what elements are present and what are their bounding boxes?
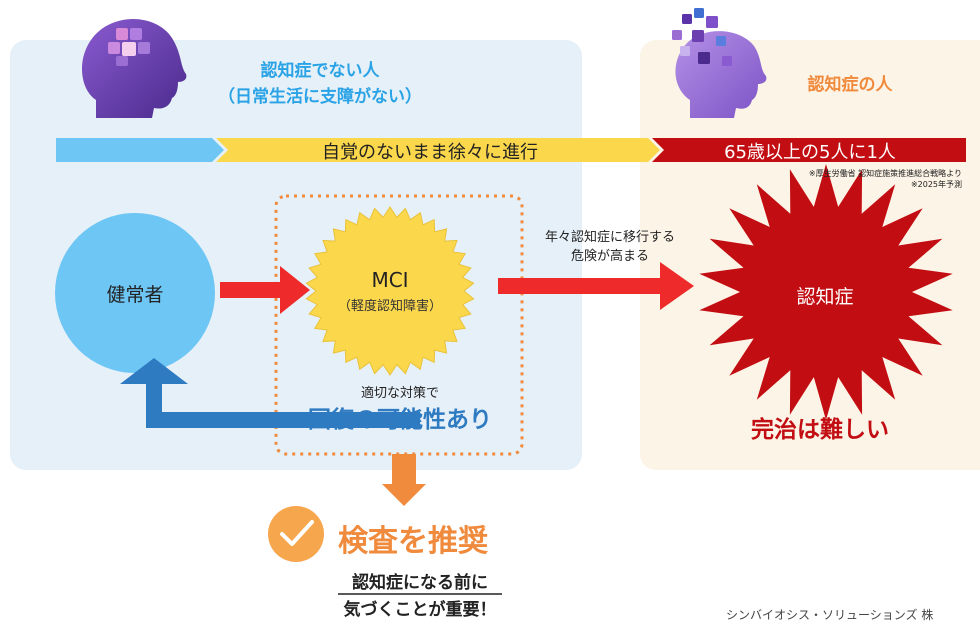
mci-sub-label: （軽度認知障害）: [337, 299, 442, 314]
notice-line1: 認知症になる前に: [352, 573, 488, 593]
source-note-line2: ※2025年予測: [910, 180, 962, 189]
arrow-recovery: [120, 358, 420, 428]
healthy-circle: [55, 213, 215, 373]
healthy-label: 健常者: [106, 284, 164, 306]
dementia-label: 認知症: [796, 286, 854, 308]
banner-dementia-text: 65歳以上の5人に1人: [724, 142, 896, 163]
mci-burst: [305, 206, 475, 376]
head-with-brain-puzzle-icon: [82, 19, 187, 119]
arrow-healthy-to-mci: [220, 266, 310, 314]
checkmark-icon: [268, 506, 324, 562]
banner-progress-text: 自覚のないまま徐々に進行: [322, 142, 538, 163]
mci-label: MCI: [371, 268, 409, 292]
cure-text: 完治は難しい: [751, 417, 889, 443]
exam-recommendation: 検査を推奨: [338, 524, 488, 559]
banner-dementia-segment: [652, 138, 966, 162]
recovery-text: 回復の可能性あり: [308, 407, 492, 433]
source-note: ※厚生労働省 認知症施策推進総合戦略より ※2025年予測: [809, 168, 962, 190]
arrow-mci-to-dementia: [498, 262, 694, 310]
risk-text-line2: 危険が高まる: [570, 249, 649, 264]
normal-person-title-line1: 認知症でない人: [260, 61, 380, 81]
risk-text: 年々認知症に移行する 危険が高まる: [520, 228, 700, 266]
banner-early-segment: [56, 138, 224, 162]
company-name: シンバイオシス・ソリューションズ 株: [726, 608, 934, 621]
source-note-line1: ※厚生労働省 認知症施策推進総合戦略より: [808, 169, 962, 178]
risk-text-line1: 年々認知症に移行する: [544, 230, 675, 245]
banner-progress-segment: [216, 138, 660, 162]
arrow-to-exam: [382, 454, 426, 506]
notice-line2: 気づくことが重要！: [343, 600, 497, 620]
measures-text: 適切な対策で: [360, 386, 439, 401]
dementia-burst: [699, 164, 953, 420]
normal-person-title: 認知症でない人 （日常生活に支障がない）: [200, 58, 440, 110]
normal-person-title-line2: （日常生活に支障がない）: [218, 87, 422, 107]
head-with-scattered-puzzle-icon: [672, 8, 767, 118]
dementia-person-title: 認知症の人: [807, 75, 893, 95]
